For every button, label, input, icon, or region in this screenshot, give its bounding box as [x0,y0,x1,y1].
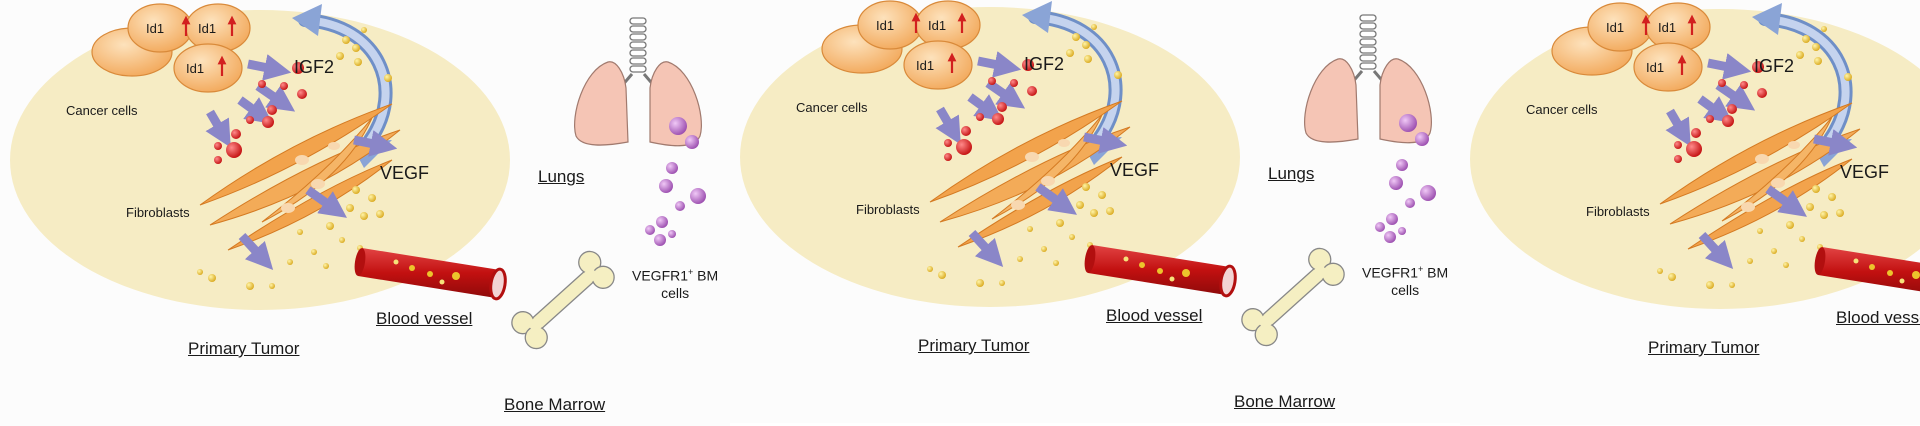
blood-vessel-label: Blood vessel [376,309,473,328]
primary-tumor-label: Primary Tumor [1648,338,1760,357]
vegfr-cells: cells [661,284,690,301]
vegfr-cells: cells [1391,281,1420,298]
vegfr-bm-cells-label: VEGFR1+ BM cells [632,264,718,302]
cancer-cells-label: Cancer cells [796,100,868,115]
diagram-panel: Id1 Id1 Id1 IGF2 VEGF Cancer cells Fibro… [730,0,1460,423]
lungs-label: Lungs [1268,164,1315,183]
igf2-label: IGF2 [1024,54,1065,74]
vegfr-sup: + [688,267,694,277]
feedback-curve-arrowhead [1022,1,1052,33]
id1-up-arrows [911,12,967,73]
id1-up-arrows [1641,14,1697,75]
signal-arrows [1665,53,1858,269]
primary-tumor-ellipse [1470,9,1920,309]
signal-arrows [205,54,398,270]
fibroblast-group [1659,102,1861,250]
cancer-cell-cluster [821,0,981,90]
cancer-cells-label: Cancer cells [66,103,138,118]
primary-tumor-label: Primary Tumor [188,339,300,358]
vegfr-sup: + [1418,264,1424,274]
vegf-label: VEGF [380,163,430,183]
id1-up-arrows [181,15,237,76]
diagram-graphic [1470,2,1920,309]
igf2-label: IGF2 [294,57,335,77]
feedback-curve-arrow-inner [1761,15,1850,143]
fibroblasts-label: Fibroblasts [126,205,190,220]
id1-label: Id1 [198,21,217,36]
lungs-label: Lungs [538,167,585,186]
vegfr-name: VEGFR1 [1362,264,1419,281]
diagram-panel: Id1 Id1 Id1 IGF2 VEGF Cancer cells Fibro… [0,0,730,426]
id1-label: Id1 [1606,20,1625,35]
blood-vessel-label: Blood vessel [1106,306,1203,325]
fibroblasts-label: Fibroblasts [1586,204,1650,219]
diagram-graphic [740,0,1436,347]
vegfr-bm: BM [1423,264,1449,281]
vegfr-bm-cells-label: VEGFR1+ BM cells [1362,261,1448,299]
lungs-illustration [574,17,702,147]
feedback-curve-arrow-inner [1031,13,1120,141]
primary-tumor-label: Primary Tumor [918,336,1030,355]
vegf-particles [197,27,392,290]
diagram-panel: Id1 Id1 Id1 IGF2 VEGF Cancer cells Fibro… [1460,0,1920,425]
feedback-curve-arrowhead [1752,3,1782,35]
lungs-illustration [1304,14,1432,144]
blood-vessel-tube [1084,245,1237,298]
cancer-cells-label: Cancer cells [1526,102,1598,117]
id1-label: Id1 [1658,20,1677,35]
signal-arrows [935,51,1128,267]
vegf-label: VEGF [1110,160,1160,180]
vegf-label: VEGF [1840,162,1890,182]
id1-label: Id1 [146,21,165,36]
diagram-graphic [10,3,706,350]
id1-label: Id1 [928,18,947,33]
blood-vessel-tube [1814,247,1920,292]
feedback-curve-arrowhead [292,4,322,36]
vegf-particles [927,24,1122,287]
bm-cell-particles [645,117,706,246]
fibroblasts-label: Fibroblasts [856,202,920,217]
id1-label: Id1 [1646,60,1665,75]
id1-label: Id1 [916,58,935,73]
id1-label: Id1 [876,18,895,33]
igf2-particles [214,62,307,164]
vegf-particles [1657,26,1852,289]
bm-cell-particles [1375,114,1436,243]
id1-label: Id1 [186,61,205,76]
blood-vessel-tube [354,248,507,301]
igf2-particles [944,59,1037,161]
vegfr-name: VEGFR1 [632,267,689,284]
bone-illustration [511,250,615,350]
feedback-curve-arrow-inner [301,16,390,144]
bone-marrow-label: Bone Marrow [504,395,606,414]
igf2-particles [1674,61,1767,163]
blood-vessel-label: Blood vessel [1836,308,1920,327]
igf2-label: IGF2 [1754,56,1795,76]
fibroblast-group [929,100,1131,248]
cancer-cell-cluster [91,3,251,93]
vegfr-bm: BM [693,267,719,284]
bone-marrow-label: Bone Marrow [1234,392,1336,411]
bone-illustration [1241,247,1345,347]
fibroblast-group [199,103,401,251]
